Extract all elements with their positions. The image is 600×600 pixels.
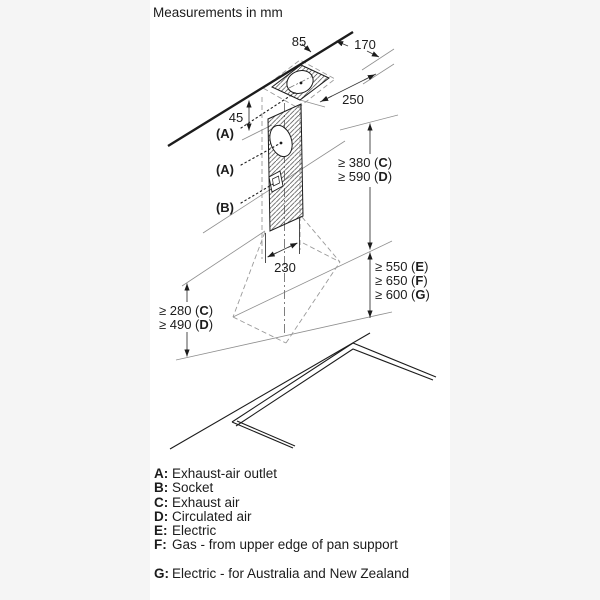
legend-item-d: D: Circulated air: [154, 508, 409, 524]
legend-item-g: G: Electric - for Australia and New Zeal…: [154, 565, 410, 581]
legend: A: Exhaust-air outlet B: Socket C: Exhau…: [154, 466, 410, 581]
socket-symbol: [268, 170, 284, 193]
text-mask: [157, 302, 221, 332]
dim-left-1: ≥ 280 (C): [159, 303, 213, 318]
legend-item-a: A: Exhaust-air outlet: [154, 466, 409, 481]
legend-item-f: F: Gas - from upper edge of pan support: [154, 537, 409, 553]
dim-right-lower-3: ≥ 600 (G): [375, 287, 430, 302]
page-title: Measurements in mm: [153, 5, 283, 20]
legend-text: Electric - for Australia and New Zealand: [172, 565, 410, 581]
dim-left-2: ≥ 490 (D): [159, 317, 213, 332]
countertop: [169, 332, 437, 450]
dim-230: 230: [274, 260, 296, 275]
dashed-hood-canopy: [232, 216, 341, 344]
wall-mounting-strip: [267, 103, 304, 232]
legend-text: Gas - from upper edge of pan support: [172, 537, 398, 553]
legend-letter: D:: [154, 508, 169, 524]
legend-letter: G:: [154, 565, 169, 581]
legend-item-c: C: Exhaust air: [154, 494, 409, 510]
dim-170: 170: [354, 37, 376, 52]
legend-letter: E:: [154, 523, 168, 539]
dim-85: 85: [292, 34, 306, 49]
legend-text: Circulated air: [172, 508, 252, 524]
legend-letter: B:: [154, 480, 169, 496]
dim-right-lower-1: ≥ 550 (E): [375, 259, 428, 274]
ceiling-line: [167, 30, 354, 148]
callout-leaders: [240, 91, 297, 204]
legend-letter: C:: [154, 494, 169, 510]
legend-text: Exhaust-air outlet: [172, 466, 278, 481]
ceiling-duct-outlet: [271, 64, 330, 101]
legend-item-b: B: Socket: [154, 480, 409, 496]
dim-right-upper-2: ≥ 590 (D): [338, 169, 392, 184]
right-gray-border: [450, 0, 600, 600]
legend-letter: F:: [154, 537, 167, 553]
exhaust-outlet-ellipse: [269, 124, 293, 158]
dim-right-lower-2: ≥ 650 (F): [375, 273, 428, 288]
legend-item-e: E: Electric: [154, 523, 409, 539]
legend-text: Socket: [172, 480, 214, 496]
extension-lines: [175, 48, 399, 361]
dim-250: 250: [342, 92, 364, 107]
callout-a-top: (A): [216, 126, 234, 141]
callout-a-mid: (A): [216, 162, 234, 177]
legend-letter: A:: [154, 466, 169, 481]
text-mask: [336, 154, 402, 187]
legend-text: Electric: [172, 523, 217, 539]
dim-45: 45: [229, 110, 243, 125]
dim-right-upper-1: ≥ 380 (C): [338, 155, 392, 170]
legend-text: Exhaust air: [172, 494, 240, 510]
left-gray-border: [0, 0, 150, 600]
callout-b: (B): [216, 200, 234, 215]
